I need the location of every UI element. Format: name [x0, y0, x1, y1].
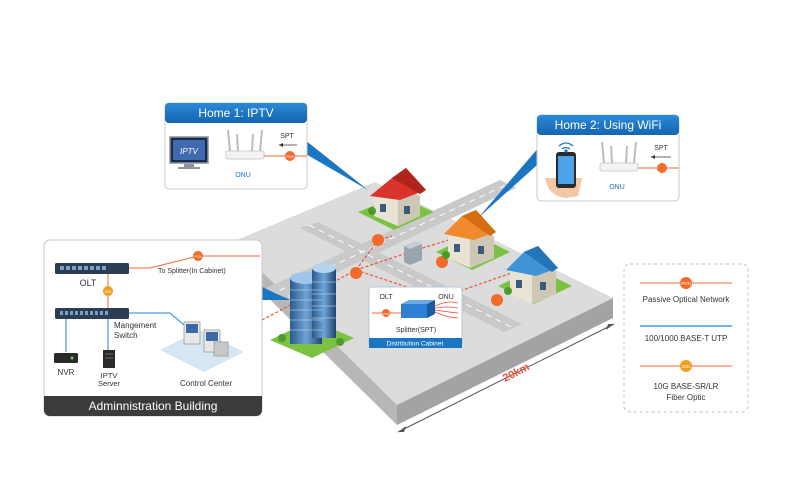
iptv-server-label-line2: Server — [98, 379, 121, 388]
ground-pon-dots — [350, 234, 503, 306]
tv-icon: IPTV — [169, 136, 209, 169]
admin-title: Adminnistration Building — [89, 399, 218, 413]
tv-screen-label: IPTV — [180, 147, 198, 156]
smartphone-icon — [545, 152, 582, 198]
home2-pon-dot — [657, 163, 667, 173]
nvr-label: NVR — [58, 368, 75, 377]
cabinet-caption: Distribution Cabinet — [387, 341, 444, 348]
legend-utp-label: 100/1000 BASE-T UTP — [645, 334, 728, 343]
legend-fiber-line1: 10G BASE-SR/LR — [654, 382, 719, 391]
legend-pon-dot — [680, 277, 692, 289]
cabinet-splitter-label: Splitter(SPT) — [396, 327, 436, 334]
home1-panel: Home 1: IPTV IPTV ONU SPT PON — [164, 102, 308, 190]
legend-10g-tag: 10G — [682, 364, 691, 369]
admin-10g-tag: 10G — [105, 290, 112, 294]
legend-pon-label: Passive Optical Network — [643, 295, 731, 304]
admin-pon-dot — [193, 251, 203, 261]
home2-onu-label: ONU — [609, 184, 625, 191]
admin-olt-label: OLT — [80, 278, 97, 288]
home2-onu-router-icon — [599, 141, 639, 172]
olt-device-icon — [55, 263, 129, 274]
to-splitter-label: To Splitter(In Cabinet) — [158, 268, 226, 275]
control-center-label: Control Center — [180, 379, 232, 388]
admin-callout-pointer — [260, 286, 290, 300]
home1-onu-label: ONU — [235, 172, 251, 179]
cabinet-panel: Distribution Cabinet OLT ONU PON Splitte… — [368, 286, 463, 348]
switch-label-line1: Mangement — [114, 321, 157, 330]
house-red — [358, 168, 434, 230]
cabinet-pon-tag: PON — [383, 312, 390, 316]
cabinet-box — [404, 241, 422, 265]
house-orange — [436, 210, 510, 270]
home1-onu-router-icon — [225, 129, 265, 160]
control-center-icon — [160, 321, 244, 372]
admin-pon-tag: PON — [194, 255, 202, 259]
cabinet-pon-dot — [382, 309, 390, 317]
management-switch-icon — [55, 308, 129, 319]
legend-fiber-line2: Fiber Optic — [666, 393, 705, 402]
iptv-server-icon — [103, 350, 115, 368]
home1-pon-dot — [285, 151, 295, 161]
splitter-icon — [401, 300, 435, 318]
iptv-server-label-line1: IPTV — [101, 371, 118, 380]
admin-10g-dot — [103, 286, 113, 296]
wifi-icon — [558, 142, 574, 153]
cabinet-olt-label: OLT — [379, 294, 393, 301]
nvr-icon — [54, 353, 78, 363]
cabinet-onu-label: ONU — [438, 294, 454, 301]
admin-panel: Adminnistration Building OLT PON To Spli… — [43, 239, 263, 417]
office-tower — [270, 263, 354, 358]
home2-title: Home 2: Using WiFi — [555, 118, 662, 132]
legend-10g-dot — [680, 360, 692, 372]
home1-spt-label: SPT — [280, 133, 294, 140]
home1-pon-tag: PON — [286, 155, 294, 159]
switch-label-line2: Switch — [114, 331, 138, 340]
legend: PON Passive Optical Network 100/1000 BAS… — [623, 263, 749, 413]
house-blue — [498, 246, 572, 304]
home1-title: Home 1: IPTV — [198, 106, 273, 120]
home2-panel: Home 2: Using WiFi ONU SPT — [536, 114, 680, 202]
home2-spt-label: SPT — [654, 145, 668, 152]
legend-pon-tag: PON — [681, 281, 691, 286]
